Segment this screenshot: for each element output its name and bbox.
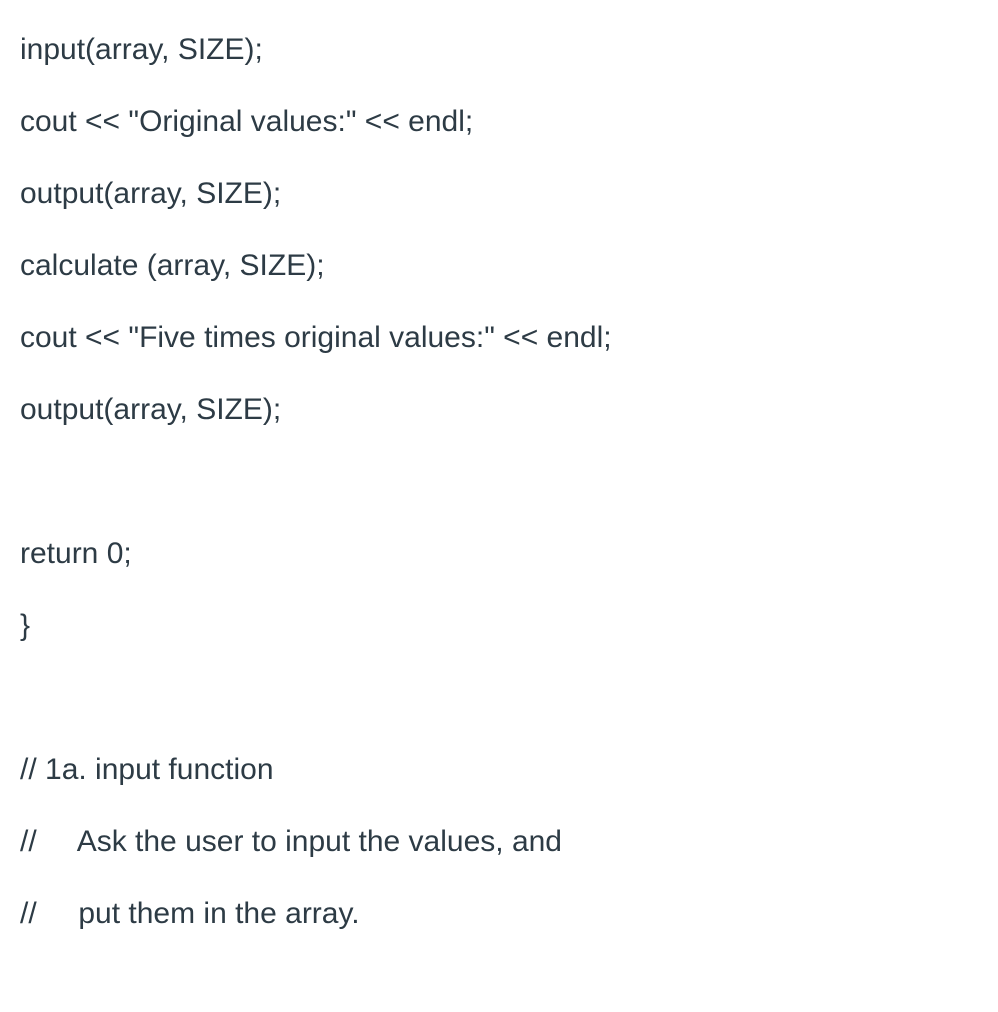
code-line: input(array, SIZE); bbox=[20, 33, 263, 66]
blank-line bbox=[20, 446, 998, 518]
code-line: return 0; bbox=[20, 537, 132, 570]
code-line: } bbox=[20, 609, 31, 642]
code-line: output(array, SIZE); bbox=[20, 177, 282, 210]
code-line: // Ask the user to input the values, and bbox=[20, 825, 562, 858]
blank-line bbox=[20, 662, 998, 734]
code-line: cout << "Original values:" << endl; bbox=[20, 105, 474, 138]
code-line: // 1a. input function bbox=[20, 753, 274, 786]
code-line: output(array, SIZE); bbox=[20, 393, 282, 426]
code-line: cout << "Five times original values:" <<… bbox=[20, 321, 612, 354]
code-line: // put them in the array. bbox=[20, 897, 360, 930]
code-line: calculate (array, SIZE); bbox=[20, 249, 325, 282]
code-document: input(array, SIZE); cout << "Original val… bbox=[20, 14, 998, 950]
code-text-block: input(array, SIZE); cout << "Original val… bbox=[20, 14, 998, 950]
